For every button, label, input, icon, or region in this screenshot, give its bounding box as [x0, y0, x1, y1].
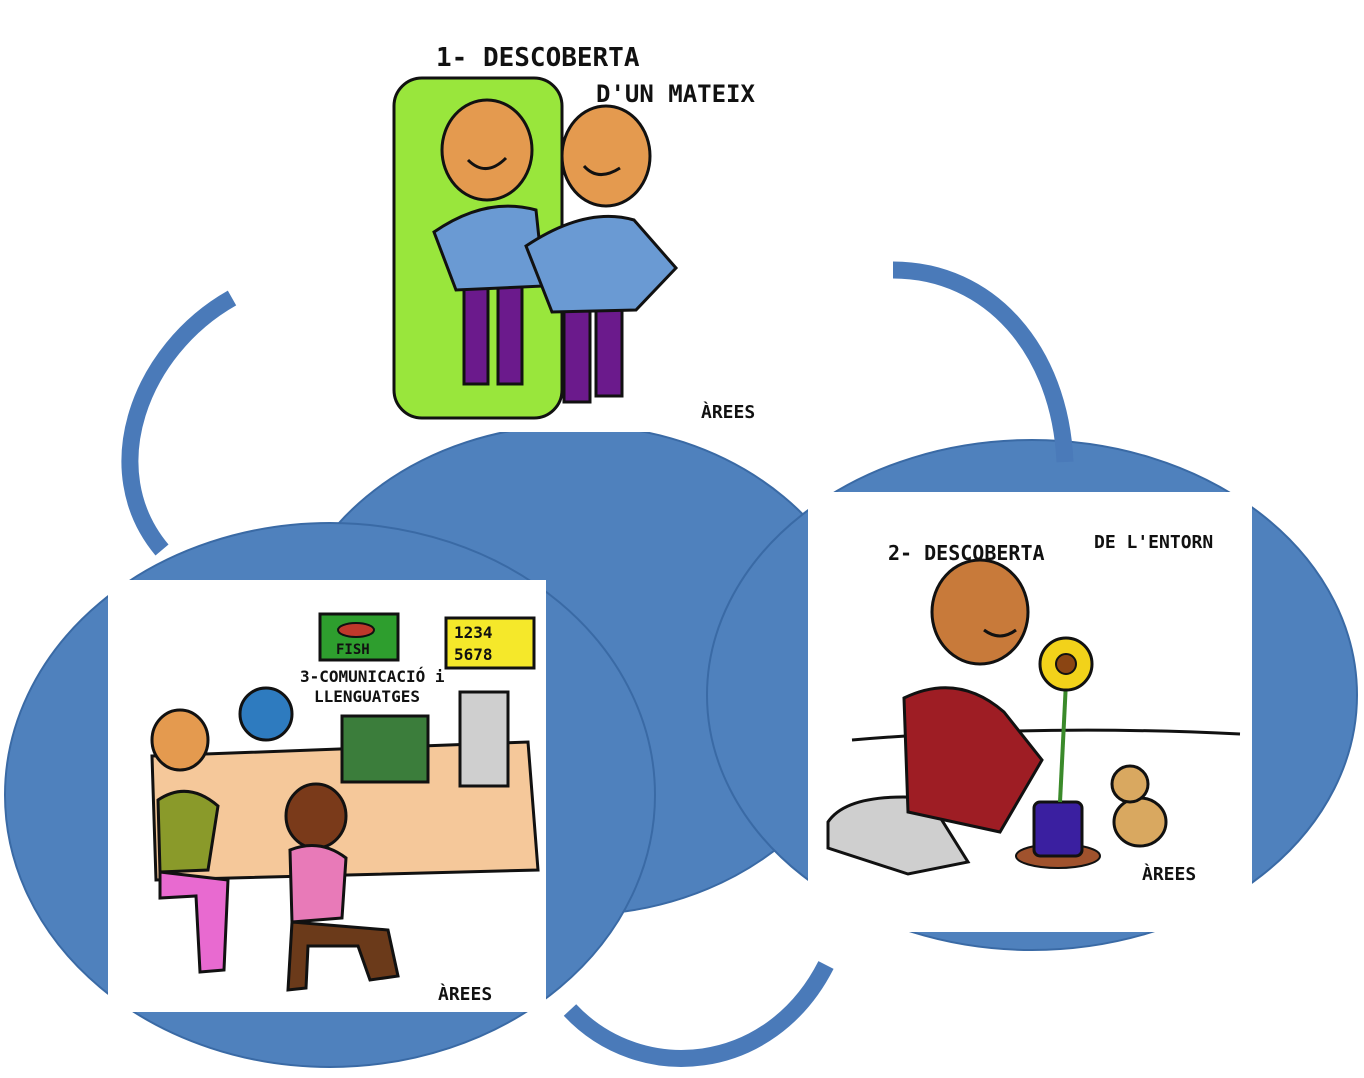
child-left	[150, 708, 230, 974]
card-descoberta-un-mateix: 1- DESCOBERTA D'UN MATEIX ÀREES	[376, 0, 808, 432]
fish-poster: FISH	[318, 612, 400, 662]
arc-top-right	[892, 261, 1074, 463]
card-descoberta-entorn: 2- DESCOBERTA DE L'ENTORN ÀREES	[808, 492, 1252, 932]
child-figure	[524, 104, 679, 404]
numbers-line1: 1234	[454, 623, 493, 642]
card3-footer: ÀREES	[438, 983, 492, 1005]
cat-illustration	[1110, 764, 1168, 848]
kneeling-child	[826, 558, 1044, 876]
flower-pot-illustration	[1032, 636, 1094, 858]
fish-label: FISH	[336, 642, 370, 658]
card2-footer: ÀREES	[1142, 863, 1196, 885]
card1-footer: ÀREES	[701, 401, 755, 423]
card3-title-line2: LLENGUATGES	[314, 687, 420, 706]
card-comunicacio-llenguatges: FISH 1234 5678	[108, 580, 546, 1012]
card2-title-line2: DE L'ENTORN	[1094, 532, 1213, 553]
card2-title-line1: 2- DESCOBERTA	[888, 541, 1045, 565]
computer-illustration	[340, 690, 510, 788]
numbers-poster: 1234 5678	[444, 616, 536, 670]
child-reflection	[432, 98, 546, 386]
numbers-line2: 5678	[454, 645, 493, 664]
arc-bottom	[563, 961, 834, 1067]
card1-title-line2: D'UN MATEIX	[596, 80, 755, 108]
globe-illustration	[238, 686, 294, 742]
card1-title-line1: 1- DESCOBERTA	[436, 43, 640, 73]
card3-title-line1: 3-COMUNICACIÓ i	[300, 667, 445, 686]
child-right	[284, 782, 400, 992]
arc-top-left	[121, 290, 237, 556]
